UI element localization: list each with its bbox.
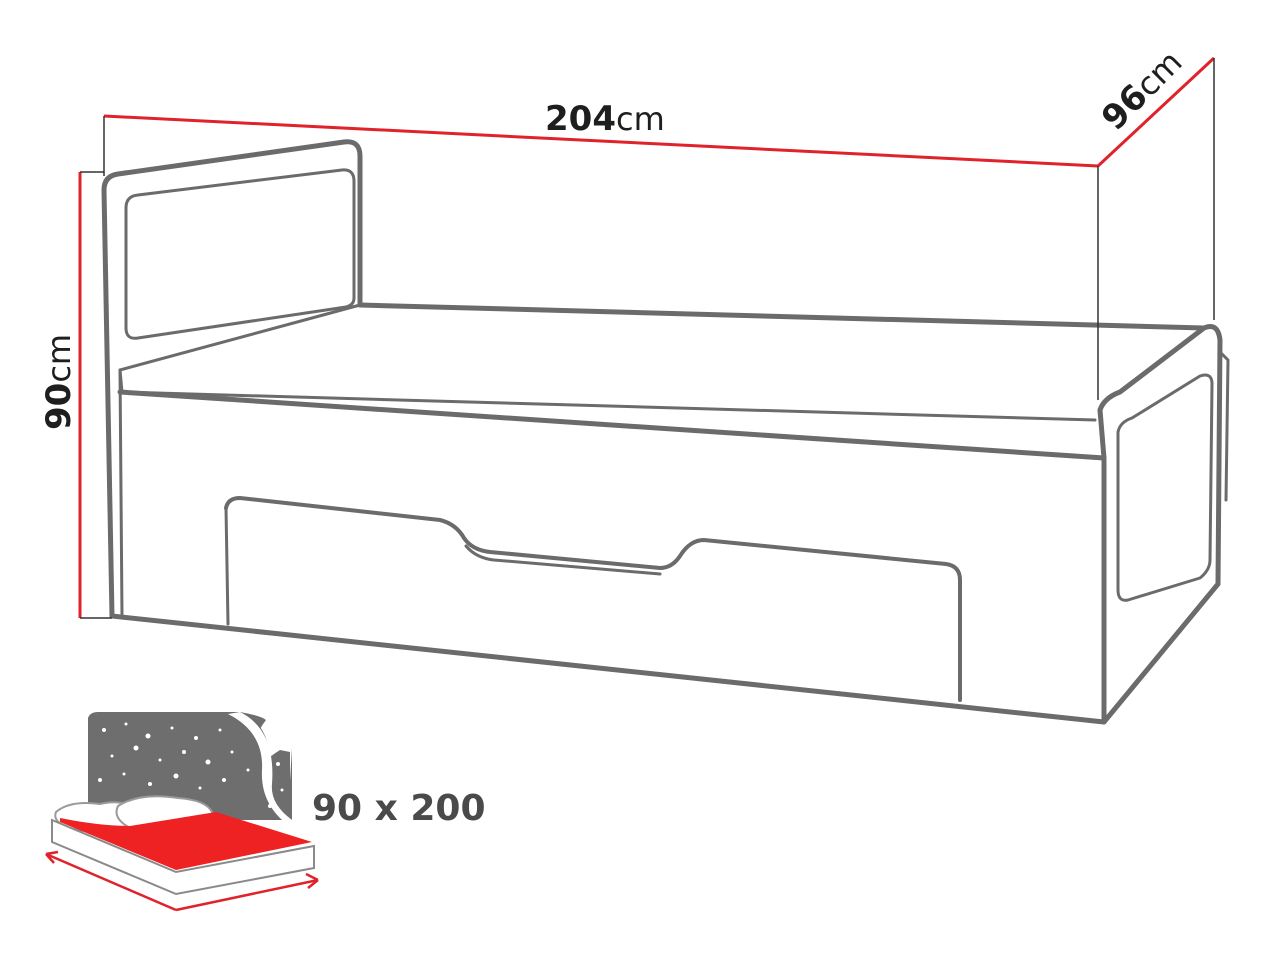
footboard-inset: [1116, 373, 1214, 602]
left-post-inner: [118, 368, 124, 618]
back-rail: [357, 302, 1207, 331]
mattress-size-label: 90 x 200: [312, 788, 486, 829]
dimension-lines: [78, 56, 1216, 619]
height-label: 90cm: [39, 334, 79, 430]
mattress-icon: [45, 712, 319, 912]
footboard: [1097, 324, 1223, 587]
front-rail: [117, 389, 1107, 461]
left-post: [101, 187, 115, 619]
moon-curve: [228, 712, 292, 828]
footboard-side: [1218, 350, 1230, 502]
mattress-top: [60, 812, 312, 870]
mattress-base: [51, 818, 315, 896]
bed-drawing: [101, 139, 1230, 725]
drawer: [224, 496, 962, 702]
drawer-handle: [464, 544, 662, 576]
mattress-size-arrows: [45, 850, 319, 912]
headboard-inset: [124, 168, 356, 340]
bottom-edge: [109, 581, 1221, 725]
headboard: [101, 139, 363, 308]
drawer-left-edge: [224, 506, 230, 626]
length-dimension-line: [103, 114, 1099, 168]
depth-dimension-line: [1096, 56, 1216, 168]
footboard-front: [1097, 407, 1107, 725]
length-label: 204cm: [545, 99, 665, 139]
